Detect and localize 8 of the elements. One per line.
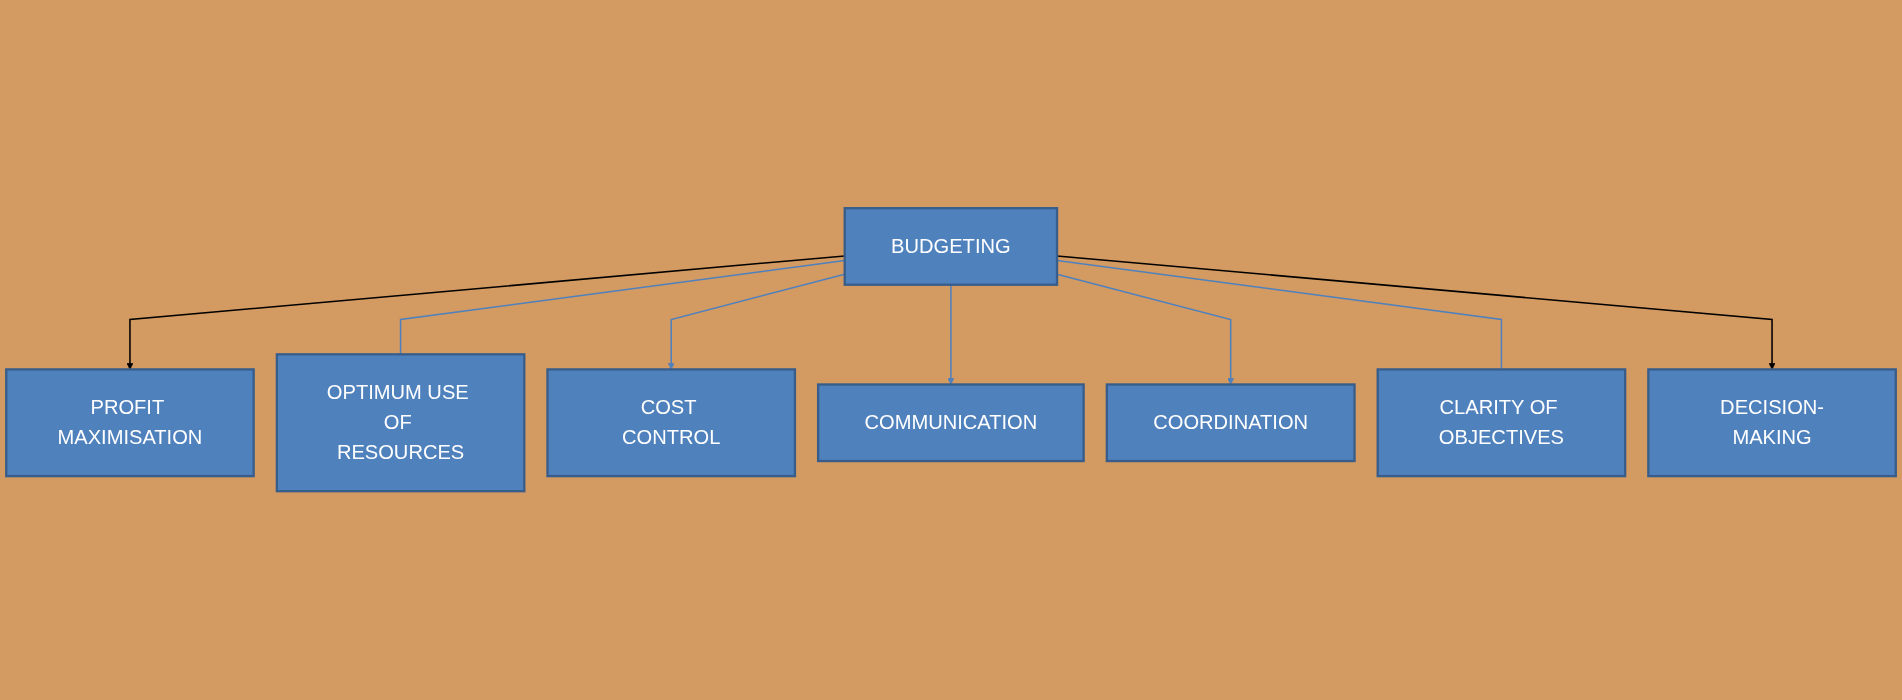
node-box: DECISION-MAKING: [1647, 368, 1897, 478]
node-box: COST CONTROL: [546, 368, 797, 478]
node-box: COORDINATION: [1105, 383, 1356, 463]
node-box: CLARITY OF OBJECTIVES: [1376, 368, 1627, 478]
node-box: BUDGETING: [843, 207, 1059, 287]
node-box: COMMUNICATION: [816, 383, 1085, 463]
node-box: PROFIT MAXIMISATION: [5, 368, 255, 478]
node-box: OPTIMUM USE OF RESOURCES: [275, 353, 526, 493]
